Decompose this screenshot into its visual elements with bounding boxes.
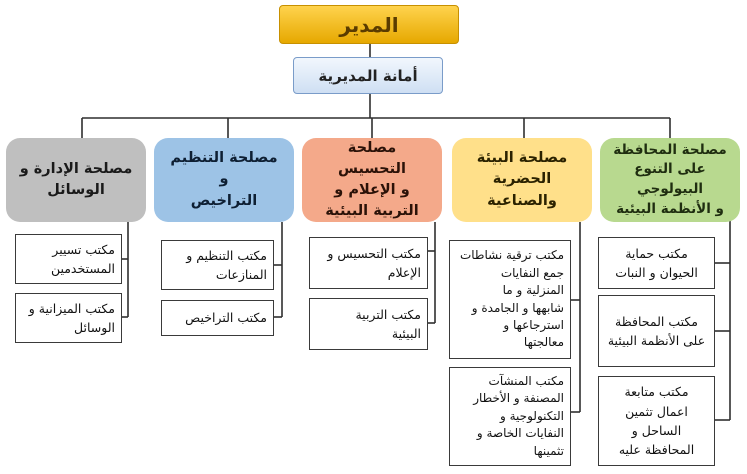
office-label: مكتب المحافظة على الأنظمة البيئية (607, 313, 706, 348)
office-label: مكتب متابعة اعمال تثمين الساحل و المحافظ… (618, 384, 695, 458)
office-label: مكتب التنظيم و المنازعات (186, 247, 267, 282)
office-label: مكتب تسيير المستخدمين (50, 241, 115, 276)
department-label: مصلحة البيئة الحضرية والصناعية (476, 150, 568, 209)
secretariat-box: أمانة المديرية (293, 57, 443, 94)
office-box: مكتب حماية الحيوان و النبات (598, 237, 715, 289)
office-box: مكتب المنشآت المصنفة و الأخطار التكنولوج… (449, 367, 571, 466)
office-box: مكتب متابعة اعمال تثمين الساحل و المحافظ… (598, 376, 715, 466)
office-box: مكتب التحسيس و الإعلام (309, 237, 428, 289)
department-awareness: مصلحة التحسيس و الإعلام و التربية البيئي… (302, 138, 442, 222)
department-regulation: مصلحة التنظيم و التراخيص (154, 138, 294, 222)
office-label: مكتب التراخيص (185, 310, 267, 326)
office-box: مكتب التراخيص (161, 300, 274, 336)
office-box: مكتب المحافظة على الأنظمة البيئية (598, 295, 715, 367)
office-box: مكتب ترقية نشاطات جمع النفايات المنزلية … (449, 240, 571, 359)
department-label: مصلحة الإدارة و الوسائل (19, 160, 133, 198)
office-label: مكتب الميزانية و الوسائل (28, 300, 115, 335)
office-label: مكتب التربية البيئية (355, 306, 421, 341)
department-urban-environment: مصلحة البيئة الحضرية والصناعية (452, 138, 592, 222)
department-label: مصلحة المحافظة على التنوع البيولوجي و ال… (613, 141, 727, 217)
office-label: مكتب حماية الحيوان و النبات (615, 245, 698, 280)
office-label: مكتب التحسيس و الإعلام (327, 245, 421, 280)
office-box: مكتب التربية البيئية (309, 298, 428, 350)
director-label: المدير (339, 12, 399, 37)
office-box: مكتب الميزانية و الوسائل (15, 293, 122, 343)
secretariat-label: أمانة المديرية (318, 66, 418, 85)
department-biodiversity: مصلحة المحافظة على التنوع البيولوجي و ال… (600, 138, 740, 222)
department-administration: مصلحة الإدارة و الوسائل (6, 138, 146, 222)
office-box: مكتب تسيير المستخدمين (15, 234, 122, 284)
director-box: المدير (279, 5, 459, 44)
department-label: مصلحة التحسيس و الإعلام و التربية البيئي… (325, 139, 419, 220)
office-box: مكتب التنظيم و المنازعات (161, 240, 274, 290)
office-label: مكتب ترقية نشاطات جمع النفايات المنزلية … (459, 248, 564, 350)
department-label: مصلحة التنظيم و التراخيص (170, 150, 278, 209)
office-label: مكتب المنشآت المصنفة و الأخطار التكنولوج… (473, 374, 564, 458)
